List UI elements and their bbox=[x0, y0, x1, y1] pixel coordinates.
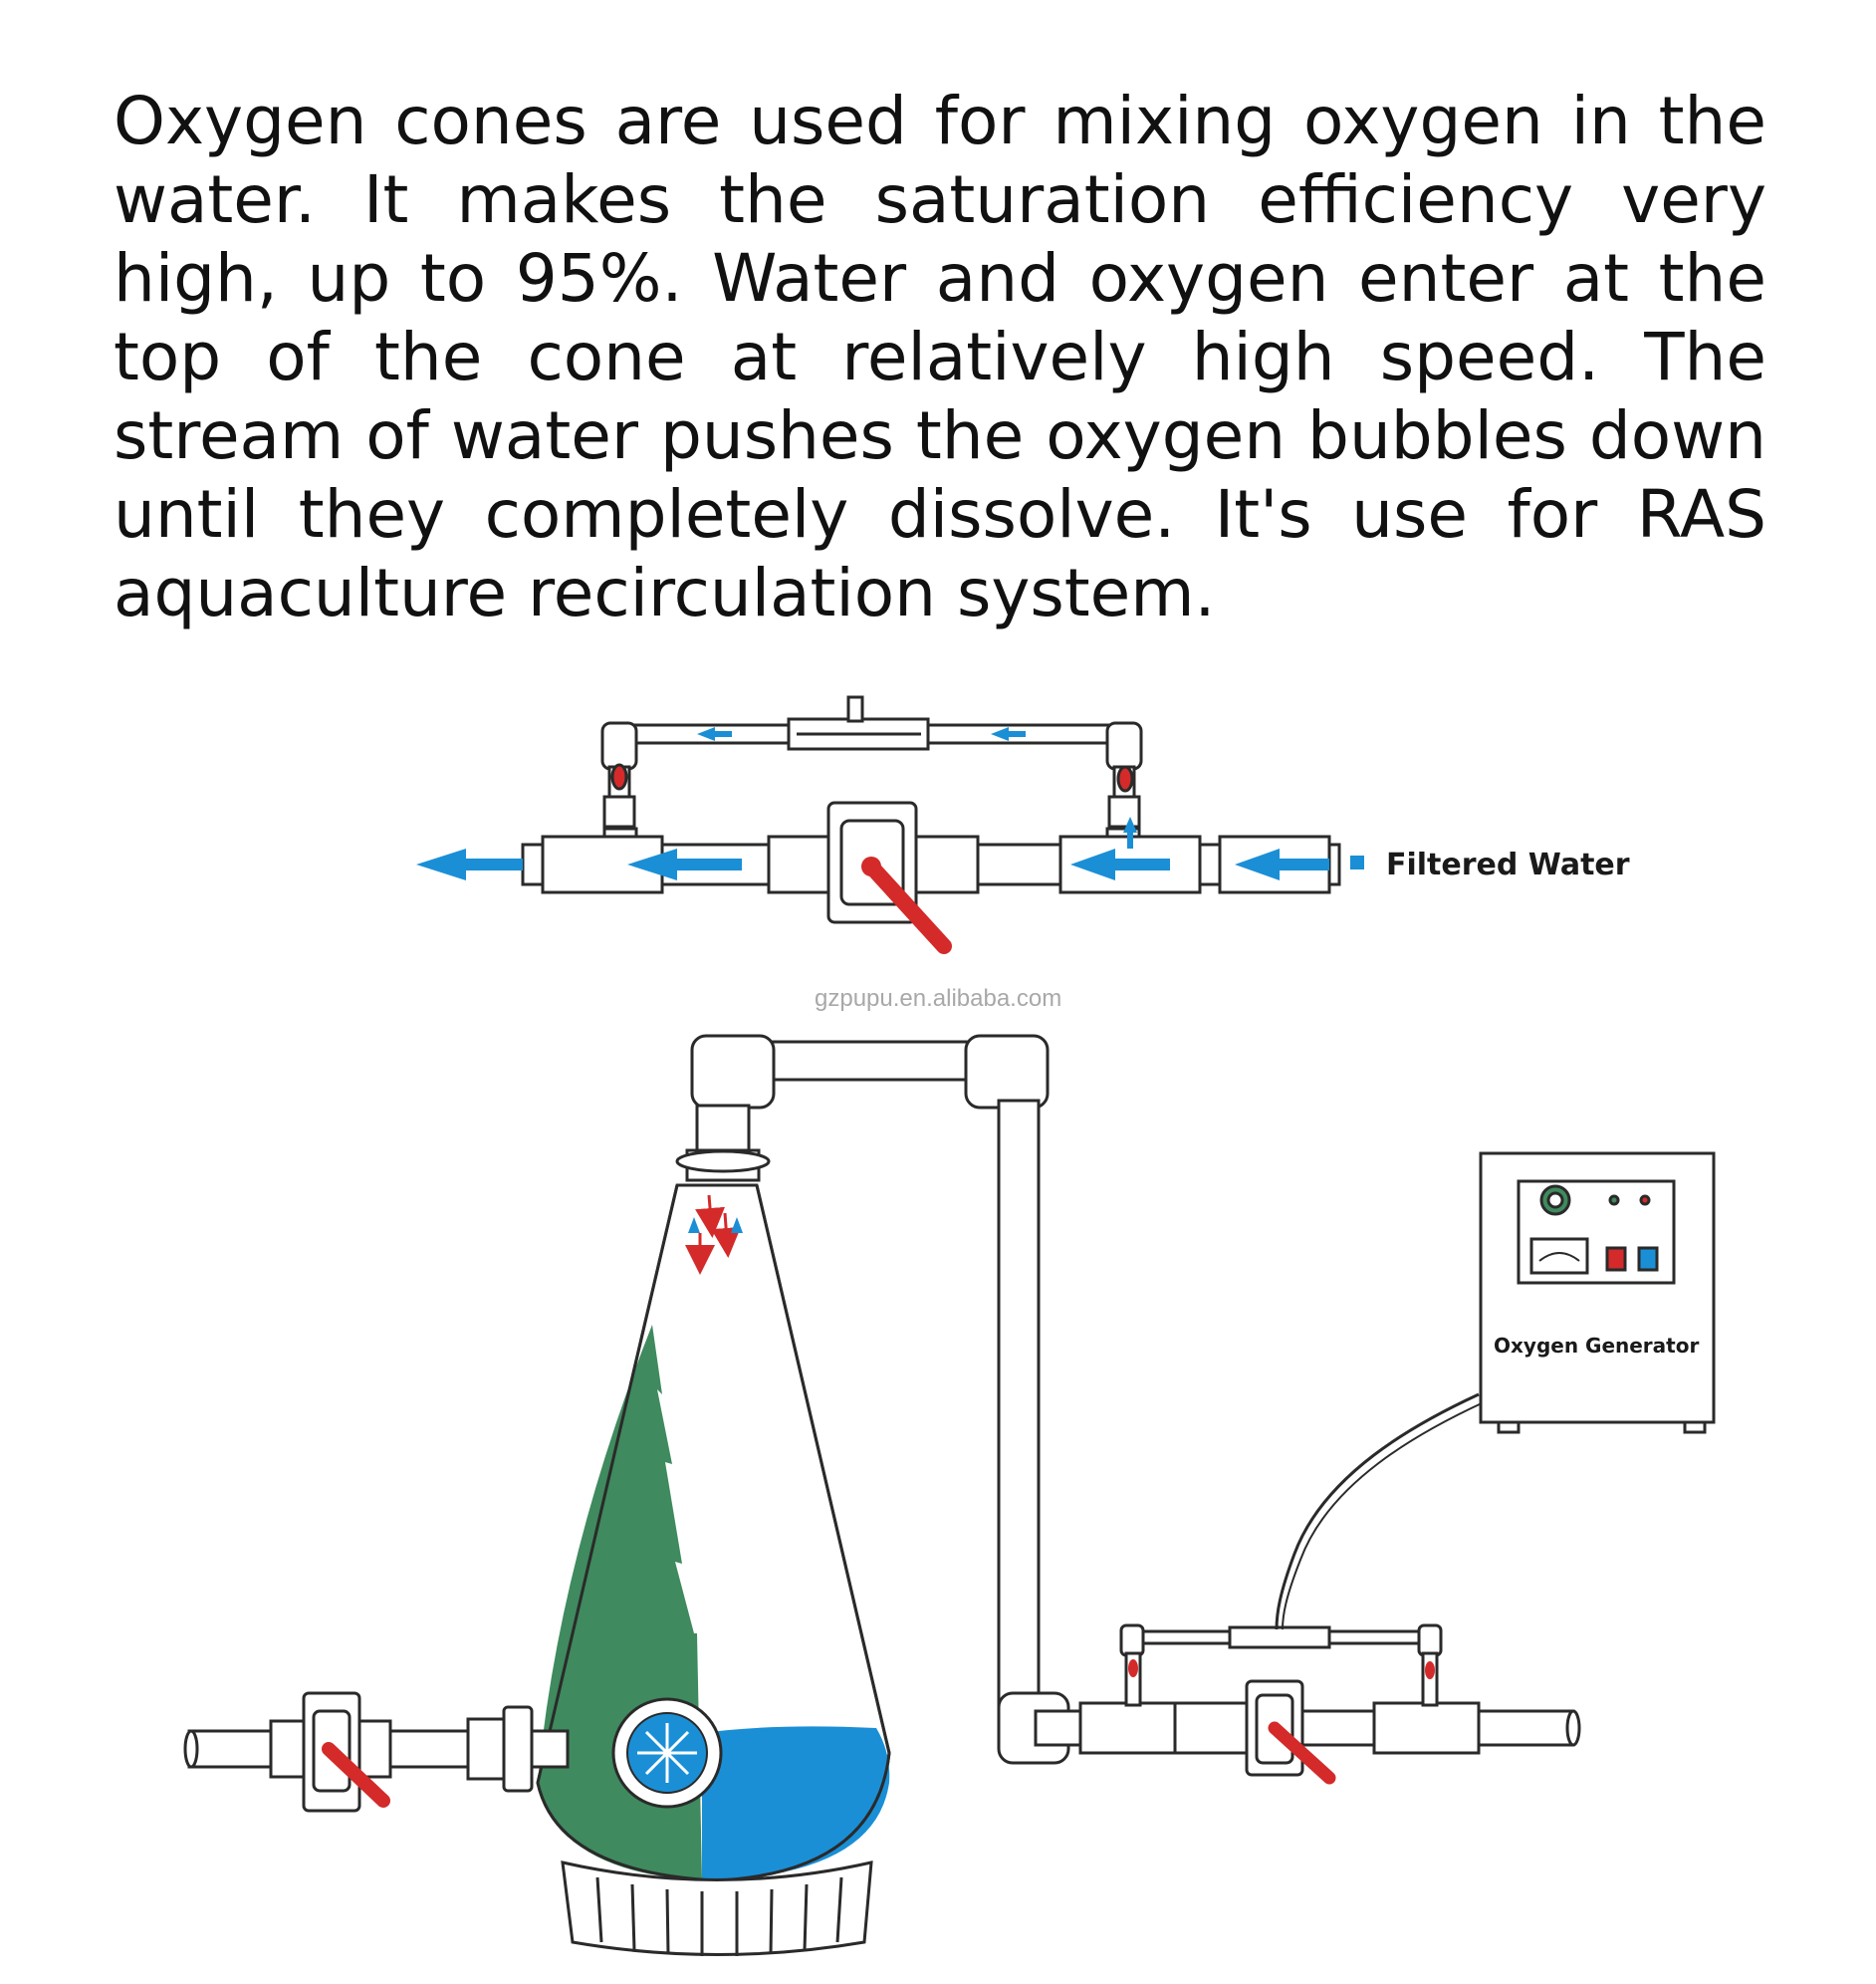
cone-base bbox=[561, 1860, 873, 1956]
filtered-water-label: Filtered Water bbox=[1386, 848, 1630, 882]
outlet-valve-handle bbox=[322, 1742, 390, 1808]
meter-icon bbox=[1529, 1237, 1589, 1275]
valve-handle bbox=[863, 859, 952, 954]
description-text: Oxygen cones are used for mixing oxygen … bbox=[114, 83, 1766, 631]
oxygen-generator bbox=[1479, 1151, 1716, 1434]
oxygen-tube bbox=[1275, 1392, 1480, 1630]
legend-filtered-water-icon bbox=[1350, 856, 1364, 869]
watermark: gzpupu.en.alibaba.com bbox=[815, 985, 1061, 1012]
red-switch bbox=[1605, 1246, 1627, 1272]
oxygen-cone bbox=[536, 1183, 891, 1956]
top-pipe-assembly bbox=[521, 695, 1341, 924]
cone-feed-pipe bbox=[675, 1034, 1070, 1765]
lower-valve-handle bbox=[1268, 1721, 1336, 1785]
blue-switch bbox=[1637, 1246, 1659, 1272]
lower-venturi bbox=[1228, 1625, 1331, 1649]
oxygen-generator-label: Oxygen Generator bbox=[1494, 1334, 1699, 1358]
flow-arrows bbox=[416, 727, 1364, 880]
